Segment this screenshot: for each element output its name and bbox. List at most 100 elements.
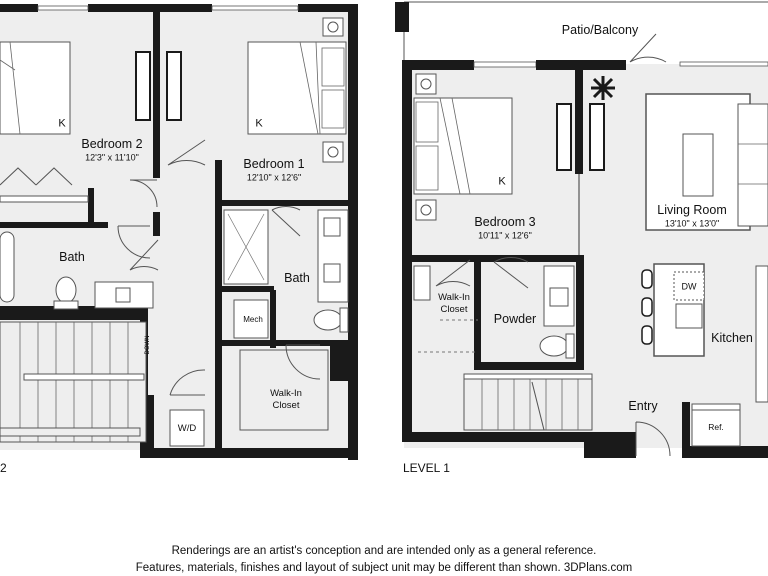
l2-wall-hall-left [153,212,160,236]
l2-sink-left [115,287,131,303]
l1-nightstand-b [415,199,437,221]
bed-3-k-mark: K [498,175,506,188]
plant-icon [591,76,615,100]
l1-powder-toilet [539,335,569,357]
l2-stairs [0,321,147,443]
bedroom-1-label: Bedroom 1 [243,156,305,171]
patio-post [395,2,409,32]
l1-stair-treads [481,378,579,430]
bedroom-1-dimensions: 12'10" x 12'6" [246,172,302,183]
walkin-closet-upper-label: Walk-In Closet [270,388,302,411]
l1-door-closet [435,259,471,287]
l2-wall-bath-shower [222,286,274,292]
l2-wardrobe-a [135,51,151,121]
l2-stair-rail [23,373,145,381]
l1-bed-3-pillow-a [415,101,439,143]
bedroom-2-dimensions: 12'3" x 11'10" [85,152,139,163]
l2-wall-top-mid [88,4,212,12]
l2-walkin-shelf [239,349,329,431]
l1-wall-bottom-right [682,446,768,458]
l2-wall-wd-left [148,395,154,450]
l1-window-top-right [679,61,768,67]
kitchen-label: Kitchen [711,330,753,345]
l2-lamp-2 [327,146,339,158]
l2-sink-right-a [323,217,341,237]
l1-patio-door [629,33,667,63]
bath-left-label: Bath [59,249,85,264]
l2-bed-2-sheet [0,41,21,135]
l2-toilet-right [313,309,343,331]
l2-vanity-left [94,281,154,309]
l2-nightstand-1 [322,17,344,37]
l1-coffee-table [682,133,714,197]
l2-wall-closet-top [222,340,348,346]
l2-wall-bottom [140,448,358,458]
living-room-label: Living Room [657,202,727,217]
l2-nightstand-2 [322,141,344,163]
l1-powder-sink [549,287,569,307]
l2-door-bath-right [271,206,301,237]
l1-kitchen-counter [755,265,768,403]
l1-wall-bed3-bottom [412,255,584,262]
bed-2-k-mark: K [58,117,66,130]
level-2-plan [0,4,358,460]
l1-wall-powder-bottom [474,362,584,370]
l1-stool-2 [641,297,653,317]
l2-door-hall [129,239,159,271]
l2-wardrobe-b [166,51,182,121]
l1-wall-powder-right [576,255,584,370]
l1-wardrobe-a [556,103,572,171]
l2-window-2 [211,5,299,11]
living-room-dimensions: 13'10" x 13'0" [664,218,720,229]
l2-wall-top-left [0,4,38,12]
l1-powder-toilet-tank [565,333,575,359]
ref-label: Ref. [708,421,724,432]
l1-dishwasher [673,271,705,301]
bedroom-3-dimensions: 10'11" x 12'6" [478,230,532,241]
l2-wall-bed2-bottom [0,222,108,228]
l1-refrigerator [691,403,741,447]
l1-stool-1 [641,269,653,289]
l2-door-bed1 [167,139,206,166]
l2-toilet-left [55,276,77,304]
wd-label: W/D [177,423,197,435]
l1-wall-bed3-right [575,64,583,174]
walkin-closet-l1-label: Walk-In Closet [438,292,470,315]
l2-bed-1-pillow-b [321,89,345,129]
l2-wall-bed1-bottom [222,200,348,206]
disclaimer-line-1: Renderings are an artist's conception an… [171,545,597,557]
l1-wall-entry-left [682,402,690,458]
l2-closet-door [0,167,73,186]
l1-stair-rail [463,373,593,380]
l2-door-bath-left [117,225,151,259]
l2-wall-bed1-left [215,160,222,450]
l2-closet-shelf [0,195,89,203]
patio-label: Patio/Balcony [561,22,639,37]
l1-island-sink [675,303,703,329]
l2-bed-1-sheet [299,41,321,135]
l1-wall-bottom-step [584,432,636,458]
bedroom-2-label: Bedroom 2 [81,136,143,151]
l1-walkin-shelf [413,265,431,301]
dw-label: DW [681,281,697,292]
l1-wall-closet-right [474,255,481,370]
l2-wall-right [348,4,358,460]
l1-bed-3-pillow-b [415,145,439,191]
l2-window-1 [37,5,89,11]
l1-bed-3-sheet [439,97,471,195]
l2-stair-treads [19,322,129,442]
l2-toilet-right-tank [339,307,349,333]
level-1-plan [395,0,768,458]
disclaimer-line-2: Features, materials, finishes and layout… [135,562,633,574]
l2-wall-top-right [298,4,358,12]
l2-shower-x [227,213,265,281]
l1-wardrobe-b [589,103,605,171]
l2-bed-1-pillow-a [321,47,345,87]
l1-lamp-a [420,78,432,90]
l1-stool-3 [641,325,653,345]
l1-stair-hidden [418,319,478,353]
l1-window-top [473,61,537,68]
l2-wall-bed-divider [153,10,160,178]
l2-lamp-1 [327,21,339,33]
